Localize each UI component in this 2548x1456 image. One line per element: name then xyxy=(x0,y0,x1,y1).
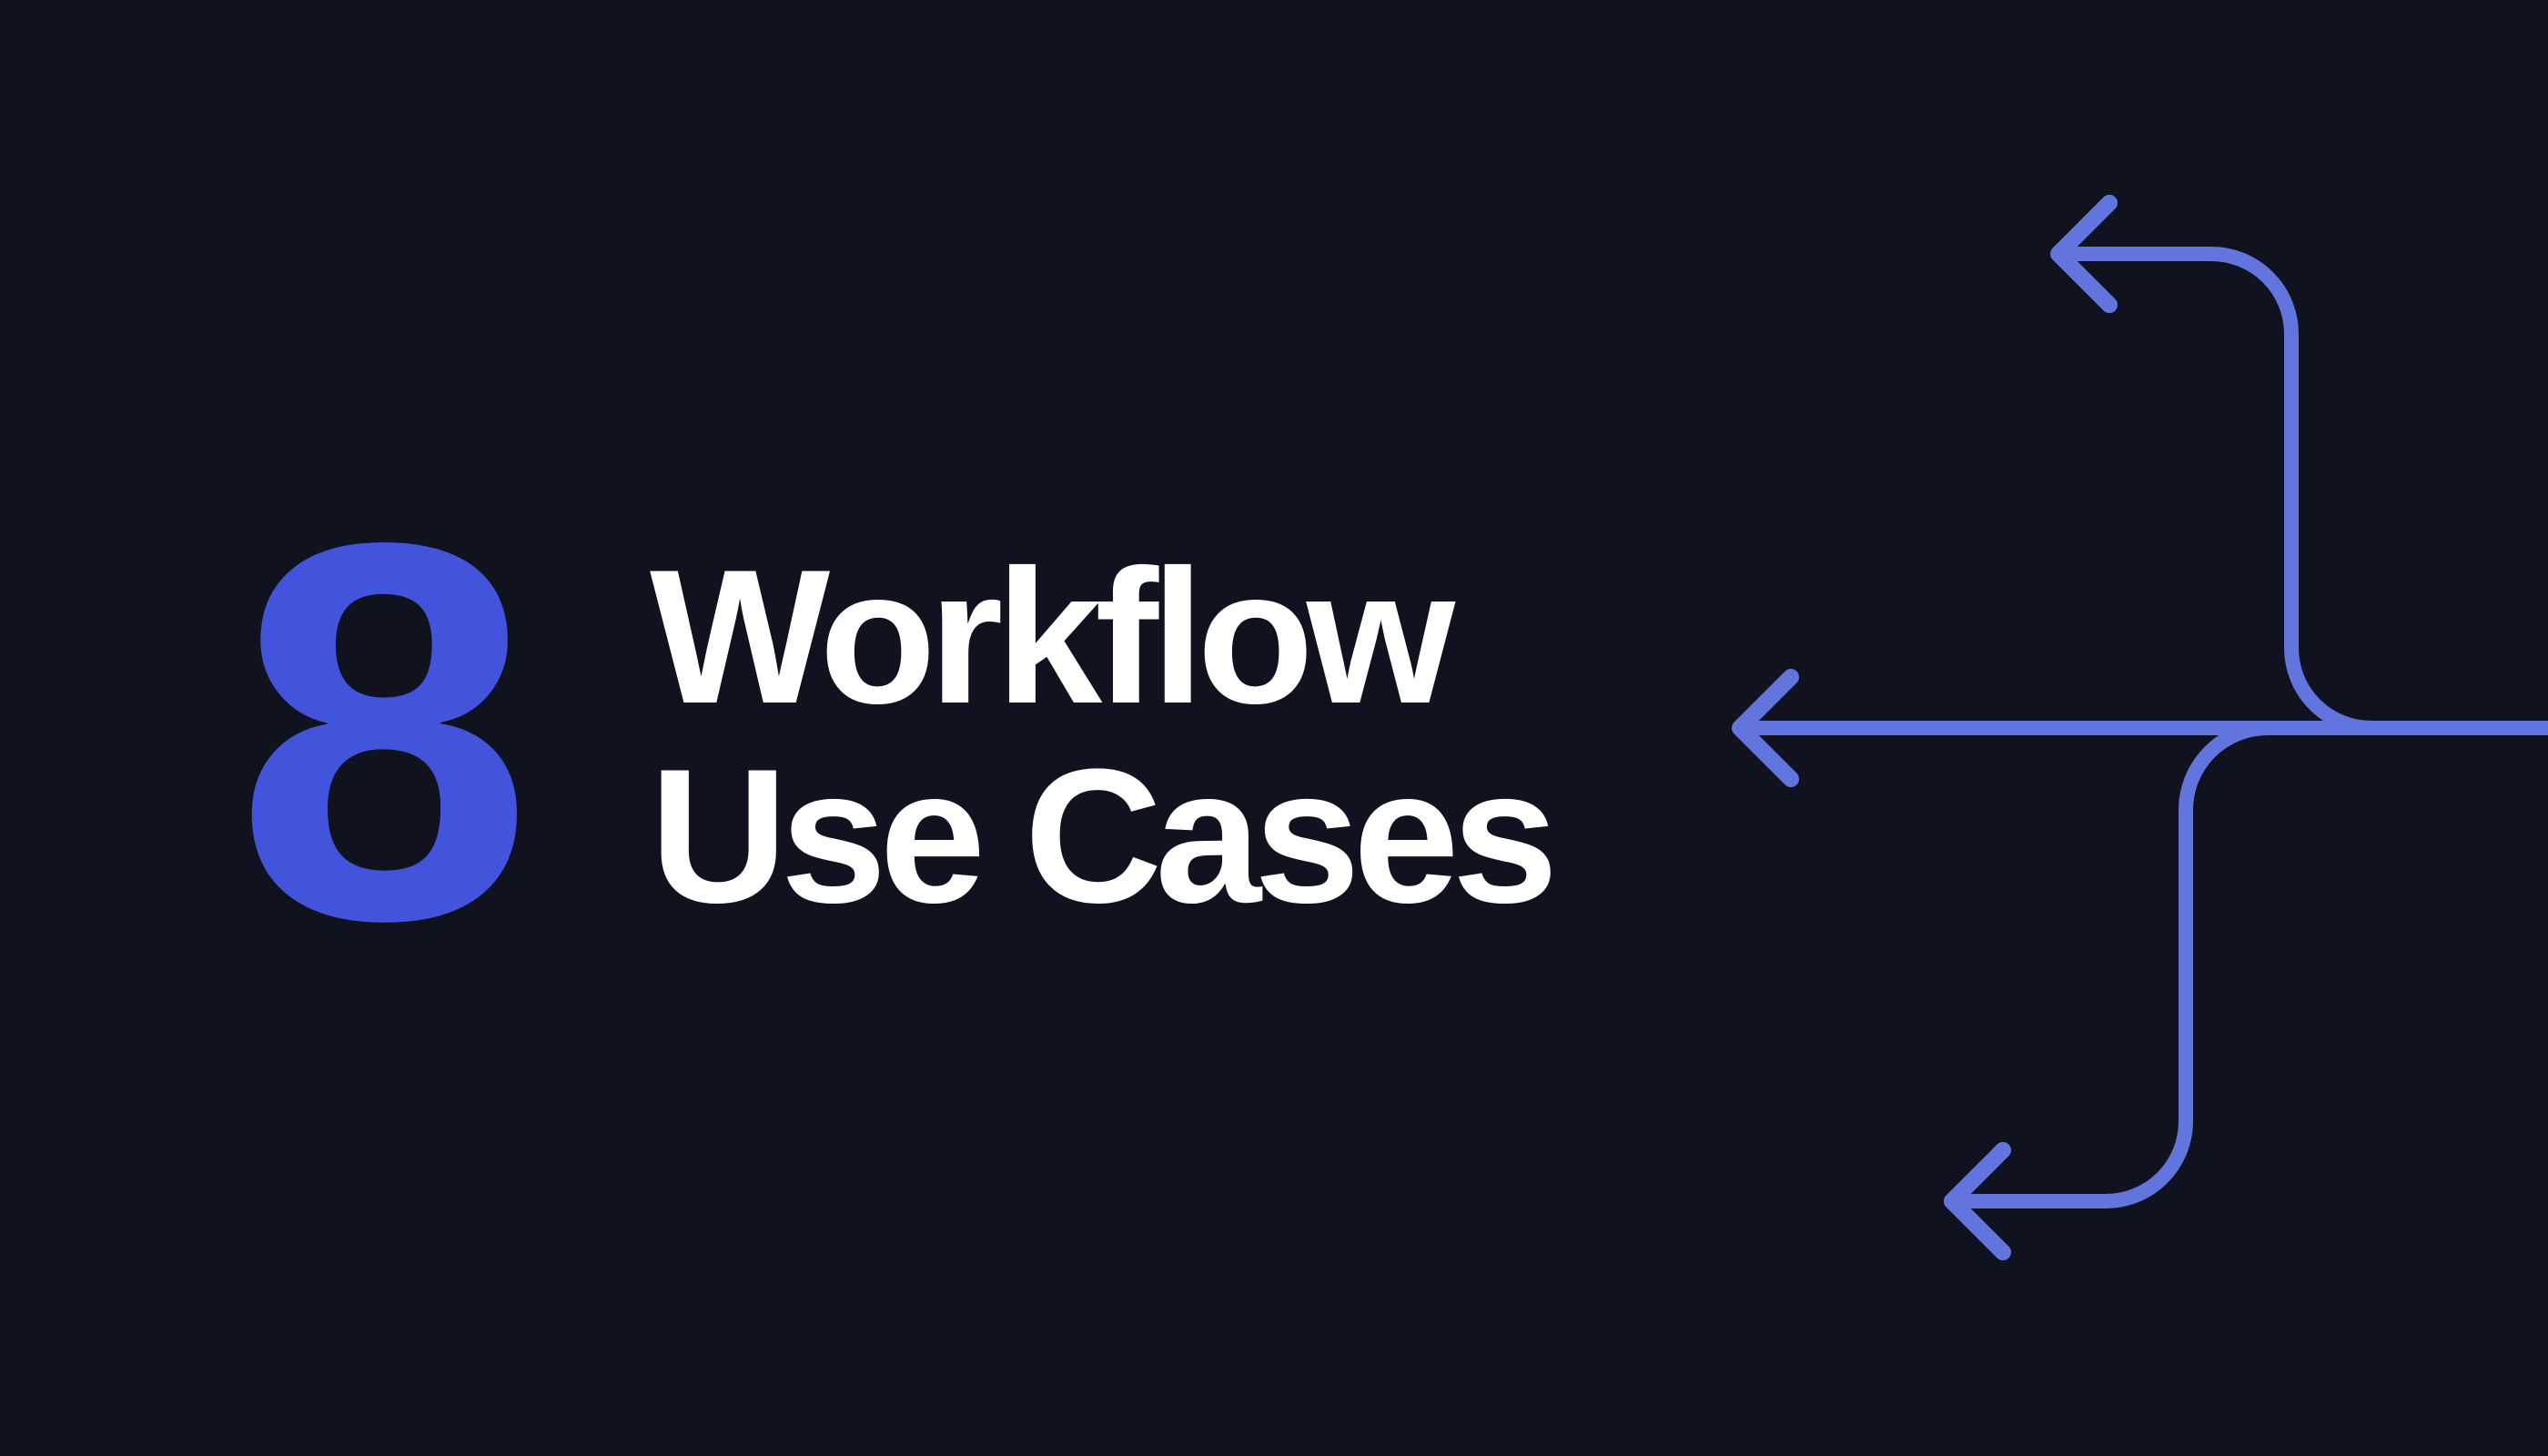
title-line-2: Use Cases xyxy=(650,729,1558,943)
arrow-bottom-branch-shaft xyxy=(1945,721,2275,1208)
count-number: 8 xyxy=(235,432,534,1032)
title-line-1: Workflow xyxy=(650,530,1455,743)
slide-title: Workflow Use Cases xyxy=(650,530,1558,943)
arrow-top-branch-head xyxy=(2050,195,2118,313)
arrow-top-branch-shaft xyxy=(2051,247,2410,735)
arrow-main-head xyxy=(1732,669,1799,787)
arrow-bottom-branch-head xyxy=(1944,1142,2011,1260)
